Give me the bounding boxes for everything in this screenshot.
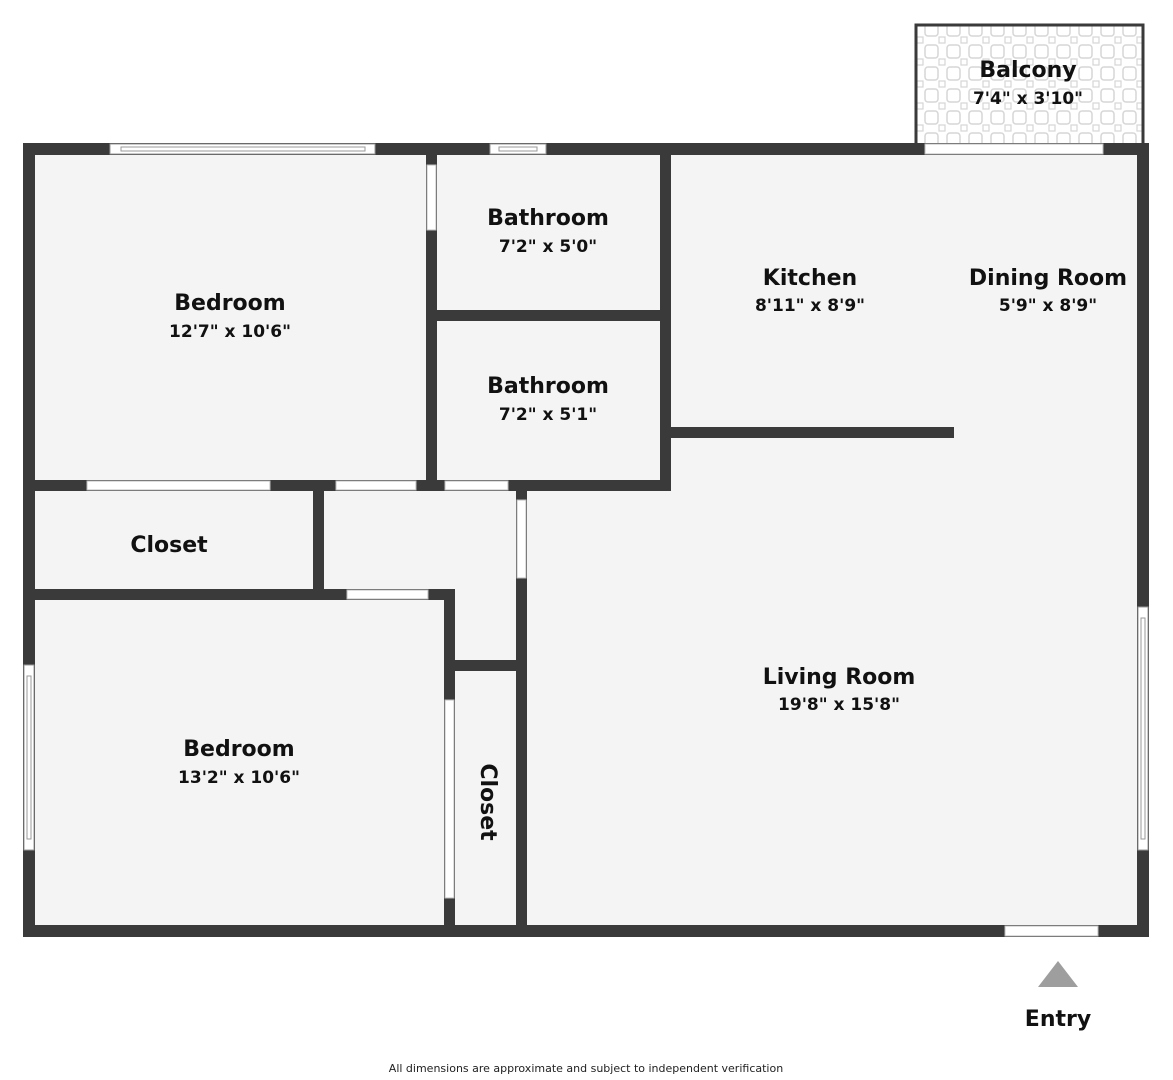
outer-wall-bottom bbox=[23, 925, 1149, 937]
disclaimer: All dimensions are approximate and subje… bbox=[389, 1062, 783, 1075]
balcony-area bbox=[914, 23, 1145, 149]
wall bbox=[23, 589, 455, 600]
window bbox=[120, 146, 366, 152]
doorway bbox=[346, 589, 429, 600]
doorway bbox=[516, 499, 527, 579]
room-dims-kitchen: 8'11" x 8'9" bbox=[755, 296, 865, 316]
doorway bbox=[444, 480, 509, 491]
window bbox=[1140, 617, 1146, 840]
room-dims-bedroom: 12'7" x 10'6" bbox=[169, 322, 291, 342]
doorway bbox=[444, 699, 455, 899]
room-name-kitchen: Kitchen bbox=[763, 266, 857, 291]
room-dims-bedroom: 13'2" x 10'6" bbox=[178, 768, 300, 788]
room-dims-living-room: 19'8" x 15'8" bbox=[778, 695, 900, 715]
wall bbox=[313, 480, 324, 600]
window bbox=[26, 675, 32, 840]
wall bbox=[516, 480, 527, 937]
room-dims-balcony: 7'4" x 3'10" bbox=[973, 89, 1083, 109]
wall bbox=[660, 427, 954, 438]
room-name-dining-room: Dining Room bbox=[969, 266, 1127, 291]
wall bbox=[660, 143, 671, 491]
room-name-bedroom: Bedroom bbox=[174, 291, 285, 316]
room-name-closet: Closet bbox=[475, 763, 500, 841]
entry-arrow-icon bbox=[1038, 961, 1078, 987]
room-dims-dining-room: 5'9" x 8'9" bbox=[999, 296, 1097, 316]
floor-area bbox=[23, 143, 1149, 937]
entry-label: Entry bbox=[1025, 1007, 1091, 1032]
doorway bbox=[426, 164, 437, 231]
room-dims-bathroom: 7'2" x 5'0" bbox=[499, 237, 597, 257]
room-dims-bathroom: 7'2" x 5'1" bbox=[499, 405, 597, 425]
doorway bbox=[335, 480, 417, 491]
balcony-doorway bbox=[924, 143, 1104, 155]
wall bbox=[426, 310, 670, 321]
wall bbox=[444, 660, 527, 671]
window bbox=[498, 146, 538, 152]
room-name-balcony: Balcony bbox=[979, 58, 1076, 83]
room-name-closet: Closet bbox=[130, 533, 208, 558]
room-name-bedroom: Bedroom bbox=[183, 737, 294, 762]
room-name-bathroom: Bathroom bbox=[487, 206, 609, 231]
room-name-living-room: Living Room bbox=[763, 665, 916, 690]
entry-door bbox=[1004, 925, 1099, 937]
doorway bbox=[86, 480, 271, 491]
room-name-bathroom: Bathroom bbox=[487, 374, 609, 399]
